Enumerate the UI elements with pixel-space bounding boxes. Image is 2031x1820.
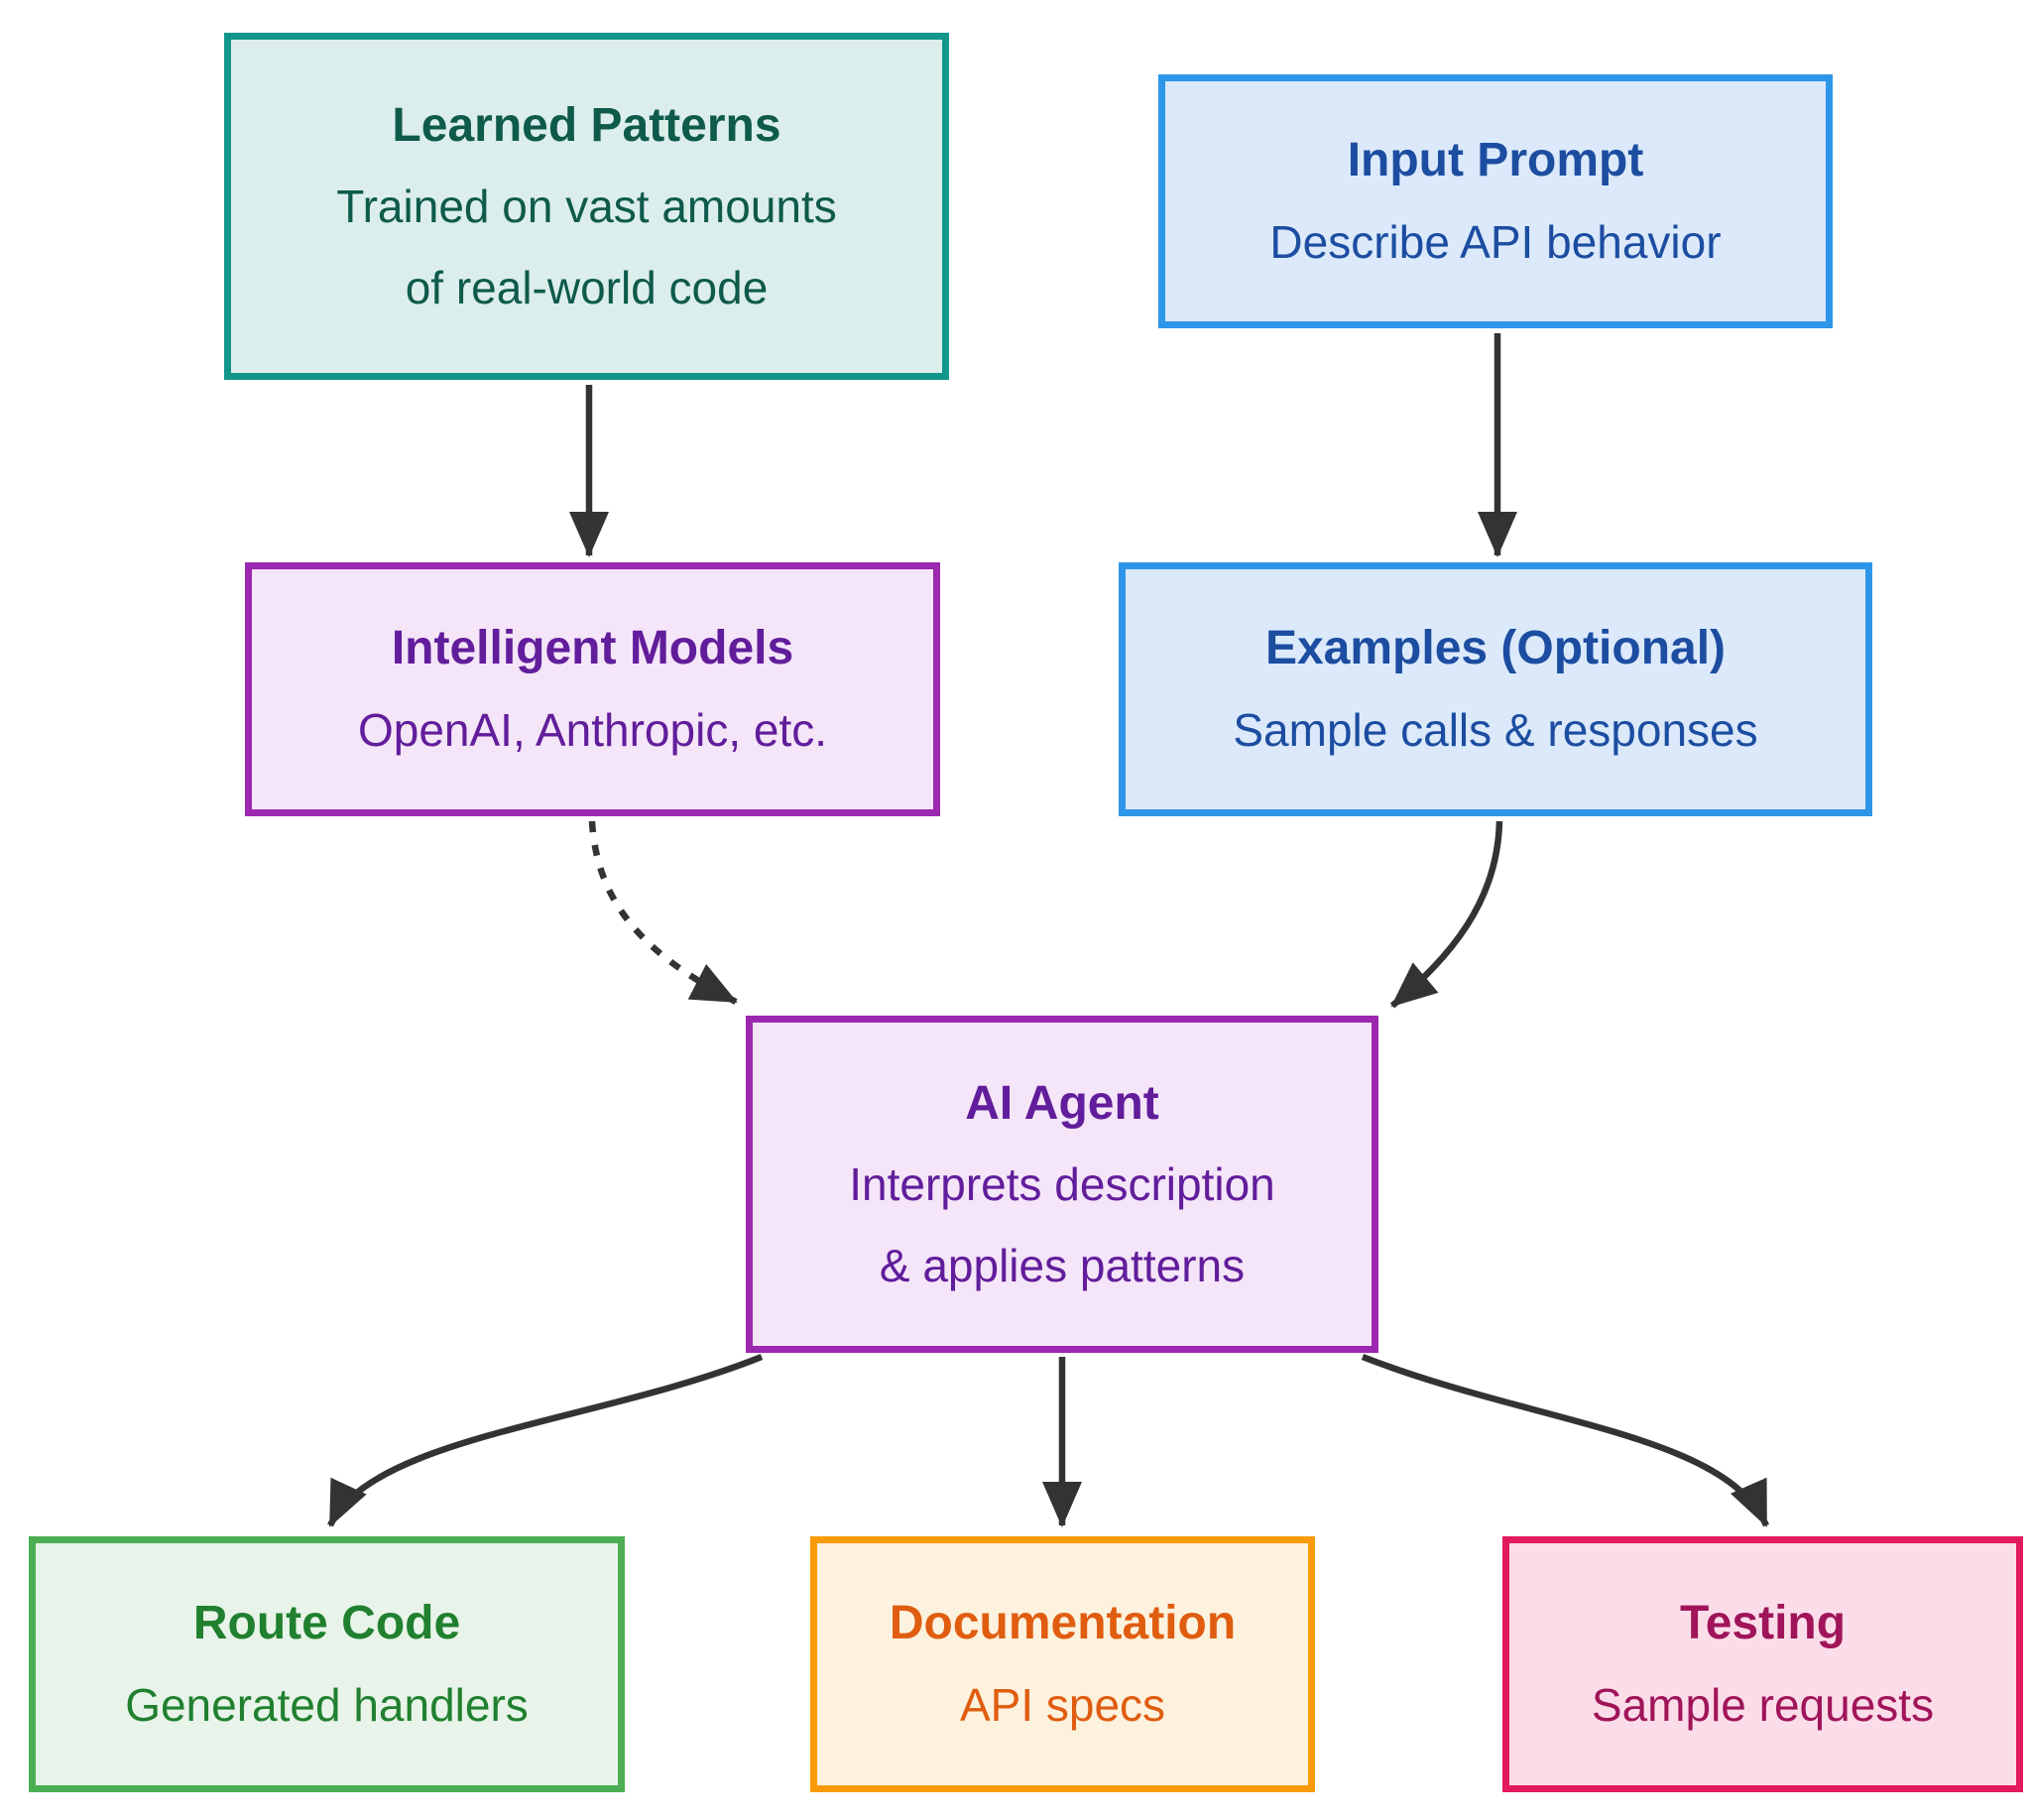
node-title: Route Code bbox=[192, 1597, 461, 1650]
node-subtitle-line: of real-world code bbox=[405, 261, 769, 313]
node-subtitle-line: & applies patterns bbox=[879, 1239, 1246, 1291]
node-subtitle-line: Describe API behavior bbox=[1269, 216, 1722, 269]
node-route-code: Route Code Generated handlers bbox=[29, 1536, 625, 1792]
arrow-examples-to-ai-agent bbox=[1389, 820, 1503, 1009]
node-title: Intelligent Models bbox=[391, 622, 794, 675]
node-title: AI Agent bbox=[965, 1076, 1159, 1130]
node-examples-optional: Examples (Optional) Sample calls & respo… bbox=[1119, 562, 1872, 816]
node-intelligent-models: Intelligent Models OpenAI, Anthropic, et… bbox=[245, 562, 940, 816]
node-subtitle-line: Sample calls & responses bbox=[1233, 704, 1758, 757]
node-title: Testing bbox=[1679, 1597, 1847, 1650]
node-subtitle-line: API specs bbox=[959, 1679, 1166, 1732]
node-title: Examples (Optional) bbox=[1264, 622, 1727, 675]
arrow-ai-agent-to-testing bbox=[1361, 1353, 1769, 1527]
node-subtitle-line: Generated handlers bbox=[125, 1679, 529, 1732]
node-title: Input Prompt bbox=[1347, 134, 1644, 187]
arrow-intelligent-models-to-ai-agent-dashed bbox=[588, 820, 738, 1005]
arrow-ai-agent-to-route-code bbox=[327, 1353, 764, 1527]
node-title: Learned Patterns bbox=[392, 98, 781, 152]
node-title: Documentation bbox=[889, 1597, 1237, 1650]
node-ai-agent: AI Agent Interprets description & applie… bbox=[746, 1016, 1378, 1353]
node-documentation: Documentation API specs bbox=[810, 1536, 1315, 1792]
node-subtitle-line: Sample requests bbox=[1591, 1679, 1935, 1732]
node-testing: Testing Sample requests bbox=[1502, 1536, 2023, 1792]
node-input-prompt: Input Prompt Describe API behavior bbox=[1158, 74, 1833, 328]
node-subtitle-line: OpenAI, Anthropic, etc. bbox=[357, 704, 828, 757]
node-subtitle-line: Interprets description bbox=[849, 1158, 1275, 1211]
node-subtitle-line: Trained on vast amounts bbox=[336, 181, 837, 233]
node-learned-patterns: Learned Patterns Trained on vast amounts… bbox=[224, 33, 949, 380]
